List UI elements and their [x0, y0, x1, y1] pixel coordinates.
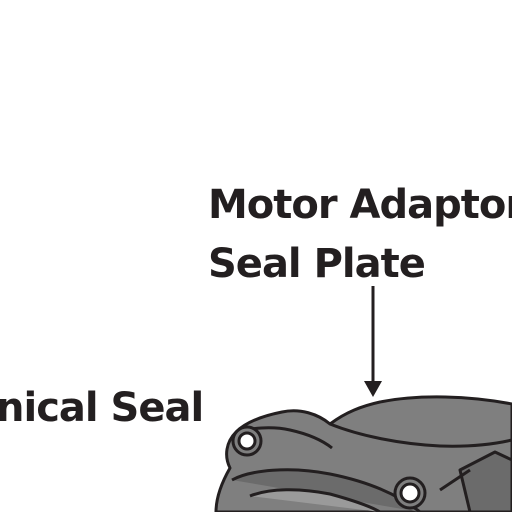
bolt-hole-left	[231, 425, 263, 457]
bolt-hole-right	[393, 476, 427, 510]
label-mechanical-seal: nical Seal	[0, 385, 204, 431]
leader-arrow	[364, 286, 382, 397]
seal-plate-housing	[214, 395, 512, 512]
label-motor-adaptor: Motor Adaptor	[208, 182, 512, 228]
label-seal-plate: Seal Plate	[208, 241, 426, 287]
